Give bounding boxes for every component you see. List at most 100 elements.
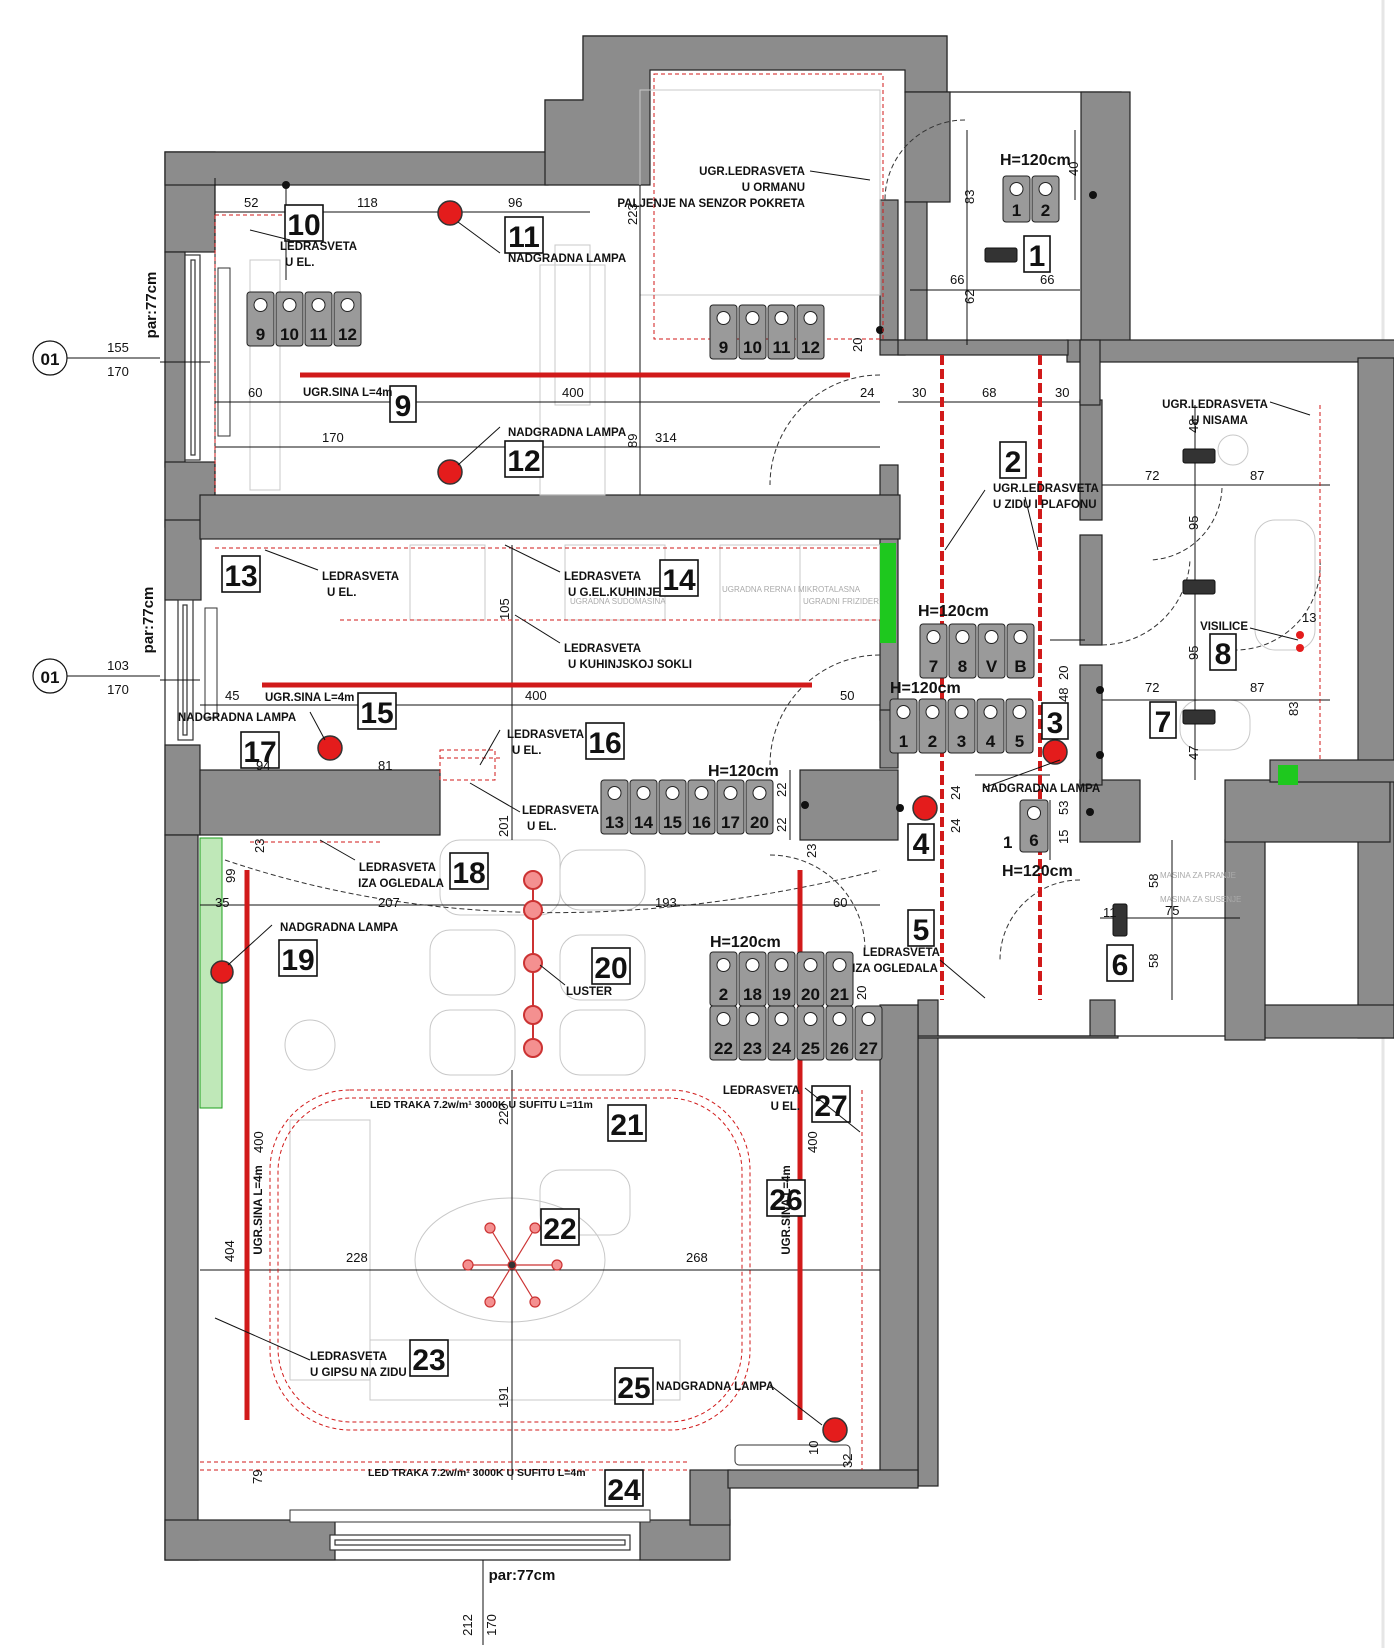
switch-number: 20 xyxy=(750,813,769,832)
circuit-box-frame xyxy=(449,852,489,890)
switch-number: 14 xyxy=(634,813,653,832)
circuit-number: 8 xyxy=(1215,638,1232,671)
svg-text:LEDRASVETA: LEDRASVETA xyxy=(507,729,584,741)
svg-text:58: 58 xyxy=(1146,954,1161,968)
svg-text:UGR.SINA L=4m: UGR.SINA L=4m xyxy=(781,1165,793,1254)
switch-number: 25 xyxy=(801,1039,820,1058)
svg-text:68: 68 xyxy=(982,385,996,400)
light-switch: 14 xyxy=(629,779,658,835)
switch-number: 12 xyxy=(801,338,820,357)
switch-number: 2 xyxy=(719,985,728,1004)
circuit-number: 6 xyxy=(1112,949,1129,982)
circuit-number-box: 23 xyxy=(409,1339,449,1377)
switch-knob xyxy=(925,705,940,719)
circuit-number-box: 11 xyxy=(504,216,544,254)
axis-marker-top: 01 155 170 xyxy=(32,340,160,379)
svg-text:23: 23 xyxy=(804,844,819,858)
svg-text:87: 87 xyxy=(1250,680,1264,695)
light-switch: 4 xyxy=(976,698,1005,754)
parapet-top: par:77cm xyxy=(143,272,160,339)
svg-text:60: 60 xyxy=(248,385,262,400)
switch-knob xyxy=(926,630,941,644)
svg-text:72: 72 xyxy=(1145,680,1159,695)
circuit-number-box: 20 xyxy=(591,947,631,985)
light-switch: 6 xyxy=(1019,799,1049,853)
radiators xyxy=(204,267,851,1523)
light-switch: 10 xyxy=(275,291,304,347)
svg-text:H=120cm: H=120cm xyxy=(918,603,989,620)
green-panel xyxy=(880,543,896,643)
svg-text:15: 15 xyxy=(1056,830,1071,844)
svg-text:11: 11 xyxy=(1103,905,1117,920)
circuit-box-frame xyxy=(284,204,324,242)
svg-text:23: 23 xyxy=(252,839,267,853)
switch-knob xyxy=(745,958,760,972)
switch-number: 27 xyxy=(859,1039,878,1058)
svg-text:LEDRASVETA: LEDRASVETA xyxy=(564,643,641,655)
circuit-number-box: 6 xyxy=(1106,944,1134,982)
circuit-number-box: 14 xyxy=(659,559,699,597)
circuit-number-box: 21 xyxy=(607,1104,647,1142)
circuit-number-box: 15 xyxy=(357,692,397,730)
svg-text:LEDRASVETA: LEDRASVETA xyxy=(322,571,399,583)
switch-number: 11 xyxy=(773,338,791,357)
svg-text:NADGRADNA LAMPA: NADGRADNA LAMPA xyxy=(508,253,626,265)
svg-text:U EL.: U EL. xyxy=(327,587,356,599)
switch-knob xyxy=(694,786,709,800)
switch-knob xyxy=(774,958,789,972)
switch-knob xyxy=(282,298,297,312)
circuit-number: 11 xyxy=(508,221,540,254)
switch-number: V xyxy=(986,657,998,676)
svg-text:MASINA ZA PRANJE: MASINA ZA PRANJE xyxy=(1160,871,1236,880)
svg-text:118: 118 xyxy=(357,195,378,210)
light-switch: 27 xyxy=(854,1005,883,1061)
svg-text:22: 22 xyxy=(774,818,789,832)
circuit-number: 22 xyxy=(543,1213,576,1246)
switch-knob xyxy=(253,298,268,312)
svg-text:170: 170 xyxy=(484,1614,499,1636)
circuit-number-box: 19 xyxy=(278,939,318,977)
switch-knob xyxy=(954,705,969,719)
svg-text:155: 155 xyxy=(107,340,129,355)
svg-text:H=120cm: H=120cm xyxy=(1002,863,1073,880)
svg-text:13: 13 xyxy=(1302,610,1316,625)
svg-text:IZA OGLEDALA: IZA OGLEDALA xyxy=(358,878,444,890)
light-switch: 11 xyxy=(304,291,333,347)
circuit-number: 14 xyxy=(662,564,696,597)
svg-text:U G.EL.KUHINJE: U G.EL.KUHINJE xyxy=(568,587,660,599)
switch-number: 23 xyxy=(743,1039,762,1058)
svg-text:96: 96 xyxy=(508,195,522,210)
light-switch: 15 xyxy=(658,779,687,835)
svg-text:268: 268 xyxy=(686,1250,708,1265)
circuit-box-frame xyxy=(389,385,417,423)
svg-text:228: 228 xyxy=(346,1250,368,1265)
switch-knob xyxy=(745,311,760,325)
switch-group-g_six: 6 xyxy=(1019,799,1049,853)
svg-text:U EL.: U EL. xyxy=(771,1101,800,1113)
circuit-box-frame xyxy=(221,555,261,593)
light-switch: 11 xyxy=(767,304,796,360)
circuit-number-box: 25 xyxy=(614,1367,654,1405)
light-switch: 7 xyxy=(919,623,948,679)
svg-text:24: 24 xyxy=(948,786,963,800)
lamps xyxy=(210,200,1068,1443)
light-switch: 22 xyxy=(709,1005,738,1061)
svg-text:95: 95 xyxy=(1186,646,1201,660)
switch-knob xyxy=(723,786,738,800)
light-switch: 26 xyxy=(825,1005,854,1061)
switch-knob xyxy=(716,1012,731,1026)
circuit-box-frame xyxy=(907,909,935,947)
switch-number: 1 xyxy=(899,732,908,751)
circuit-box-frame xyxy=(585,722,625,760)
light-switch: 9 xyxy=(246,291,275,347)
circuit-number: 7 xyxy=(1155,706,1172,739)
switch-number: 11 xyxy=(310,325,328,344)
svg-text:83: 83 xyxy=(962,190,977,204)
svg-text:404: 404 xyxy=(222,1240,237,1262)
switch-number: 2 xyxy=(1041,201,1050,220)
svg-text:01: 01 xyxy=(41,668,60,687)
svg-text:LEDRASVETA: LEDRASVETA xyxy=(564,571,641,583)
svg-text:20: 20 xyxy=(854,986,869,1000)
